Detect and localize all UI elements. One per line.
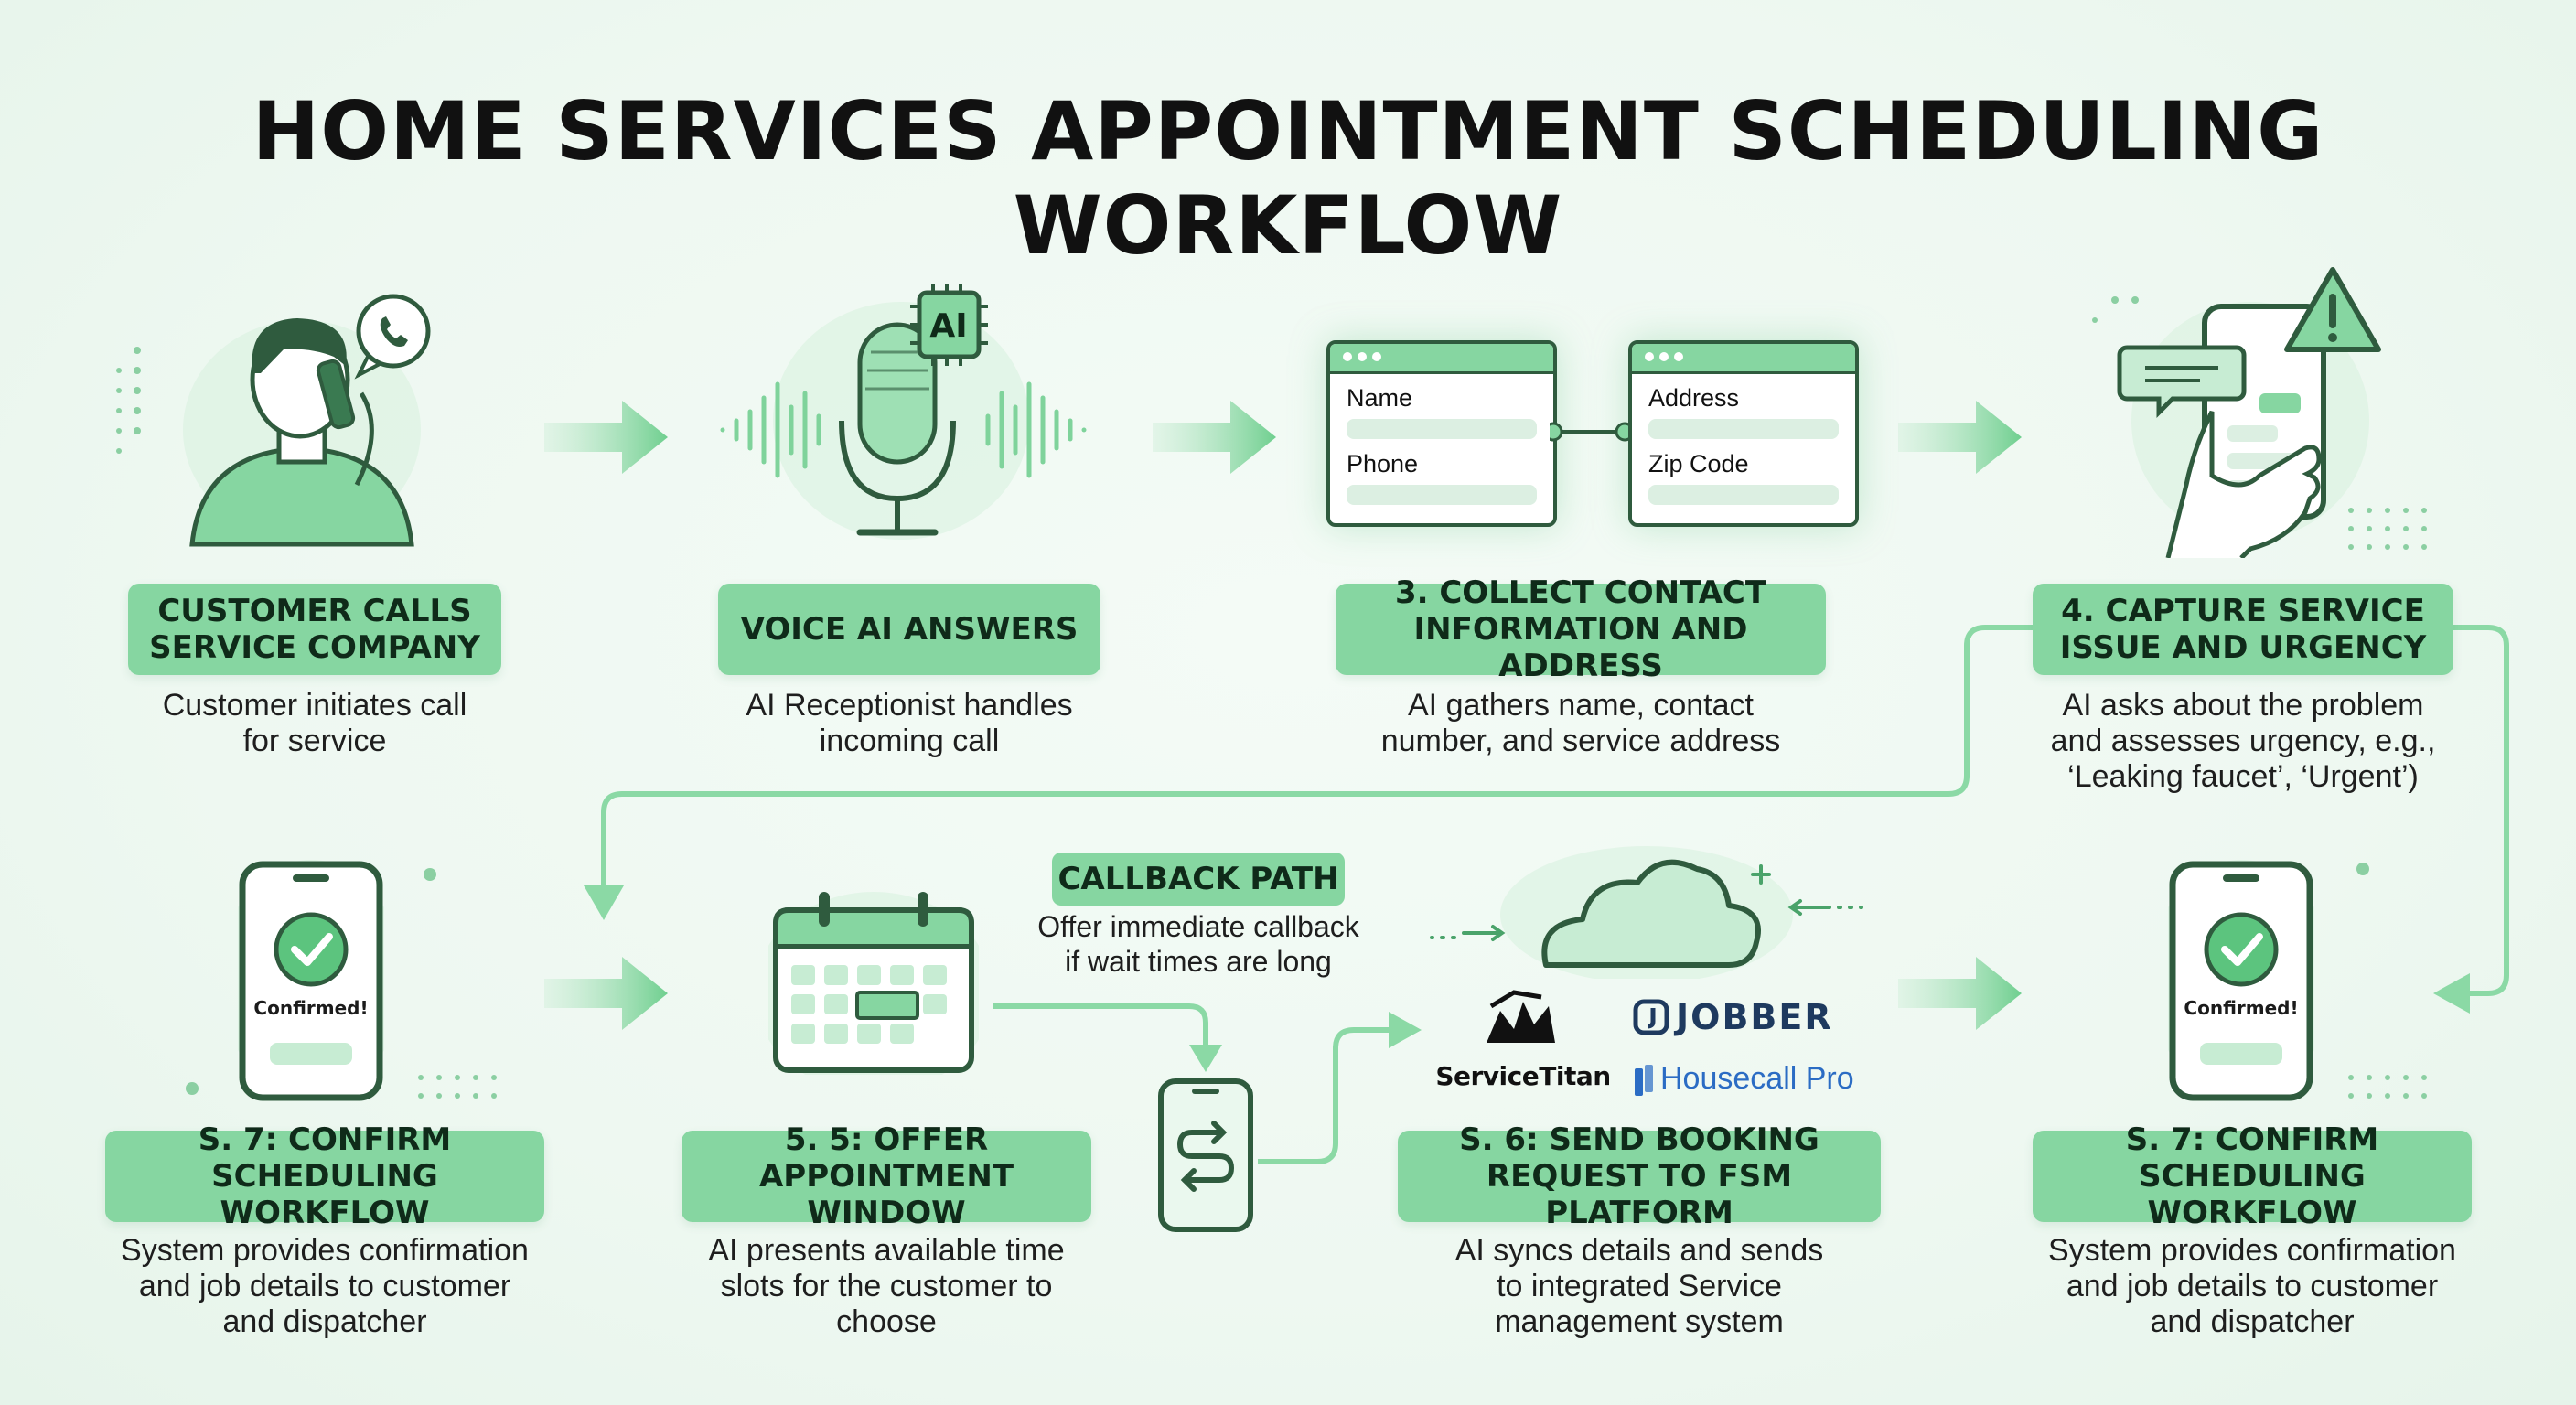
step-3-description: AI gathers name, contact number, and ser… bbox=[1380, 688, 1781, 758]
callback-path-description: Offer immediate callback if wait times a… bbox=[1037, 910, 1359, 978]
step-3-label: 3. COLLECT CONTACT INFORMATION AND ADDRE… bbox=[1336, 574, 1826, 684]
step-confirm-left-label: S. 7: CONFIRM SCHEDULING WORKFLOW bbox=[105, 1121, 544, 1231]
step-confirm-left-description: System provides confirmation and job det… bbox=[121, 1233, 529, 1339]
phone-confirmed-icon-left bbox=[238, 860, 384, 1101]
arrow-3-to-4 bbox=[1898, 401, 2022, 474]
step-6-label: S. 6: SEND BOOKING REQUEST TO FSM PLATFO… bbox=[1398, 1121, 1881, 1231]
field-label-zip-code: Zip Code bbox=[1648, 450, 1749, 477]
phone-confirmed-icon-right bbox=[2168, 860, 2314, 1101]
ai-microphone-icon: AI bbox=[720, 284, 1087, 540]
field-label-name: Name bbox=[1347, 384, 1413, 412]
step-2-label: VOICE AI ANSWERS bbox=[718, 584, 1100, 675]
arrow-r2-1 bbox=[544, 957, 668, 1030]
servicetitan-logo-icon bbox=[1487, 990, 1555, 1043]
step-4-label: 4. CAPTURE SERVICE ISSUE AND URGENCY bbox=[2033, 584, 2453, 675]
field-label-address: Address bbox=[1648, 384, 1740, 412]
step-5-label: 5. 5: OFFER APPOINTMENT WINDOW bbox=[682, 1121, 1091, 1231]
field-label-phone: Phone bbox=[1347, 450, 1419, 477]
connector-callback-to-fsm bbox=[1258, 1027, 1390, 1164]
connector-4-to-row2 bbox=[601, 625, 2033, 896]
arrow-r2-3 bbox=[1898, 957, 2022, 1030]
step-4-description: AI asks about the problem and assesses u… bbox=[2050, 688, 2436, 794]
contact-form-left: Name Phone bbox=[1326, 340, 1557, 527]
confirmed-text-right: Confirmed! bbox=[2184, 997, 2299, 1019]
servicetitan-logo-text: ServiceTitan bbox=[1435, 1061, 1611, 1091]
callback-phone-icon bbox=[1158, 1078, 1253, 1232]
cloud-sync-icon bbox=[1430, 846, 1863, 979]
arrow-1-to-2 bbox=[544, 401, 668, 474]
form-link-icon bbox=[1550, 422, 1628, 442]
step-2-description: AI Receptionist handles incoming call bbox=[746, 688, 1073, 758]
step-1-description: Customer initiates call for service bbox=[162, 688, 467, 758]
step-confirm-right-label: S. 7: CONFIRM SCHEDULING WORKFLOW bbox=[2033, 1121, 2472, 1231]
connector-4-to-final bbox=[2452, 625, 2509, 996]
callback-path-label: CALLBACK PATH bbox=[1052, 853, 1345, 906]
person-calling-icon bbox=[183, 294, 431, 547]
contact-form-right: Address Zip Code bbox=[1628, 340, 1859, 527]
step-confirm-right-description: System provides confirmation and job det… bbox=[2048, 1233, 2456, 1339]
phone-alert-icon bbox=[2117, 267, 2381, 558]
page-title: HOME SERVICES APPOINTMENT SCHEDULING WOR… bbox=[252, 84, 2324, 273]
confirmed-text-left: Confirmed! bbox=[253, 997, 369, 1019]
jobber-logo-icon bbox=[1633, 999, 1669, 1035]
housecall-pro-logo-text: Housecall Pro bbox=[1660, 1061, 1854, 1096]
step-6-description: AI syncs details and sends to integrated… bbox=[1454, 1233, 1824, 1339]
step-5-description: AI presents available time slots for the… bbox=[708, 1233, 1065, 1339]
housecall-pro-logo-icon bbox=[1635, 1065, 1653, 1096]
step-1-label: CUSTOMER CALLS SERVICE COMPANY bbox=[128, 584, 501, 675]
arrow-2-to-3 bbox=[1153, 401, 1276, 474]
ai-badge: AI bbox=[929, 307, 967, 345]
jobber-logo-text: JOBBER bbox=[1676, 997, 1833, 1037]
connector-calendar-to-callback bbox=[993, 1003, 1208, 1052]
calendar-icon bbox=[768, 892, 979, 1075]
